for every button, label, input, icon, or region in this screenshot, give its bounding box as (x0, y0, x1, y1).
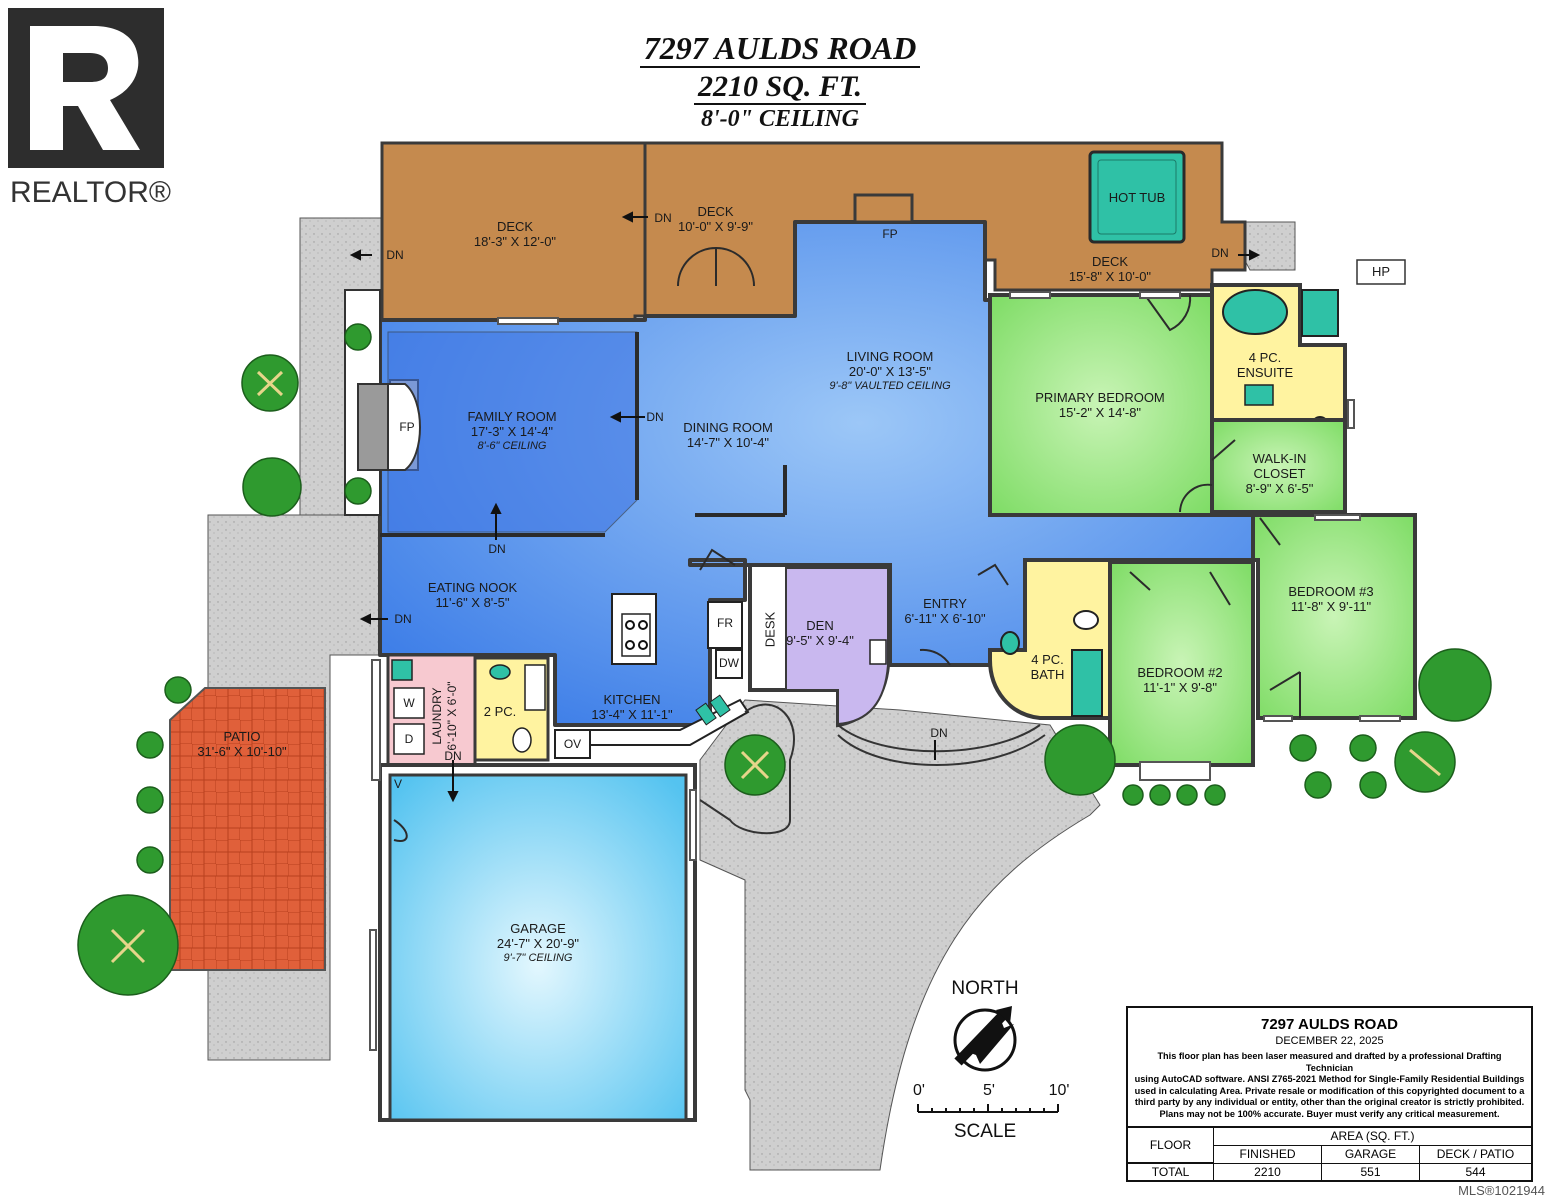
north-compass-icon (953, 1006, 1017, 1072)
hot-tub-label: HOT TUB (1108, 190, 1166, 205)
realtor-r-icon (8, 8, 164, 168)
valve-label: V (393, 777, 402, 791)
ceiling-title: 8'-0" CEILING (700, 106, 859, 132)
fridge-label: FR (717, 616, 733, 630)
deck-patio-value: 544 (1465, 1165, 1486, 1179)
garage-header: GARAGE (1322, 1146, 1420, 1163)
garage-value: 551 (1322, 1164, 1420, 1181)
scale-tick-10: 10' (1048, 1082, 1070, 1099)
realtor-wordmark: REALTOR® (10, 176, 172, 209)
finished-header: FINISHED (1214, 1146, 1322, 1163)
total-row-label: TOTAL (1128, 1164, 1214, 1181)
dn-label-3: DN (646, 410, 664, 424)
scale-tick-0: 0' (913, 1082, 925, 1099)
finished-value: 2210 (1214, 1164, 1322, 1181)
hot-tub (1088, 150, 1186, 244)
garage-area (378, 763, 697, 1122)
dn-label-2: DN (654, 211, 672, 225)
dn-label-7: DN (930, 726, 948, 740)
floor-header: FLOOR (1128, 1128, 1214, 1163)
scale-label: SCALE (953, 1121, 1017, 1142)
hp-label: HP (1371, 264, 1391, 279)
dn-label-8: DN (1211, 246, 1229, 260)
ensuite-label: 4 PC.ENSUITE (1236, 350, 1294, 380)
dn-label-6: DN (444, 749, 462, 763)
area-header: AREA (SQ. FT.) (1330, 1129, 1415, 1143)
title-block-note: This floor plan has been laser measured … (1134, 1051, 1525, 1119)
title-block-date: DECEMBER 22, 2025 (1275, 1035, 1384, 1047)
oven-label: OV (563, 737, 582, 751)
bath-label: 4 PC.BATH (1030, 652, 1065, 682)
desk-label: DESK (762, 611, 778, 648)
deck-patio-header: DECK / PATIO (1436, 1147, 1515, 1161)
dishwasher-label: DW (719, 656, 739, 670)
scale-bar (917, 1104, 1059, 1113)
address-title: 7297 AULDS ROAD (600, 30, 960, 68)
dn-label-5: DN (394, 612, 412, 626)
title-block: 7297 AULDS ROAD DECEMBER 22, 2025 This f… (1126, 1006, 1533, 1182)
washer-label: W (403, 696, 415, 710)
north-label: NORTH (951, 978, 1019, 999)
area-table: FLOOR AREA (SQ. FT.) FINISHED GARAGE DEC… (1128, 1126, 1531, 1181)
fireplace-family-label: FP (399, 420, 415, 434)
patio-area (169, 687, 326, 971)
dryer-label: D (404, 732, 414, 746)
dn-label-4: DN (488, 542, 506, 556)
dn-label-1: DN (386, 248, 404, 262)
title-block-title: 7297 AULDS ROAD (1261, 1016, 1398, 1033)
area-title: 2210 SQ. FT. (600, 70, 960, 105)
powder-room-label: 2 PC. (483, 704, 517, 719)
realtor-logo: REALTOR® (8, 8, 184, 209)
fireplace-living-label: FP (882, 227, 898, 241)
landscaping (77, 323, 1492, 996)
scale-tick-5: 5' (983, 1082, 995, 1099)
mls-number: MLS®1021944 (1458, 1183, 1545, 1198)
